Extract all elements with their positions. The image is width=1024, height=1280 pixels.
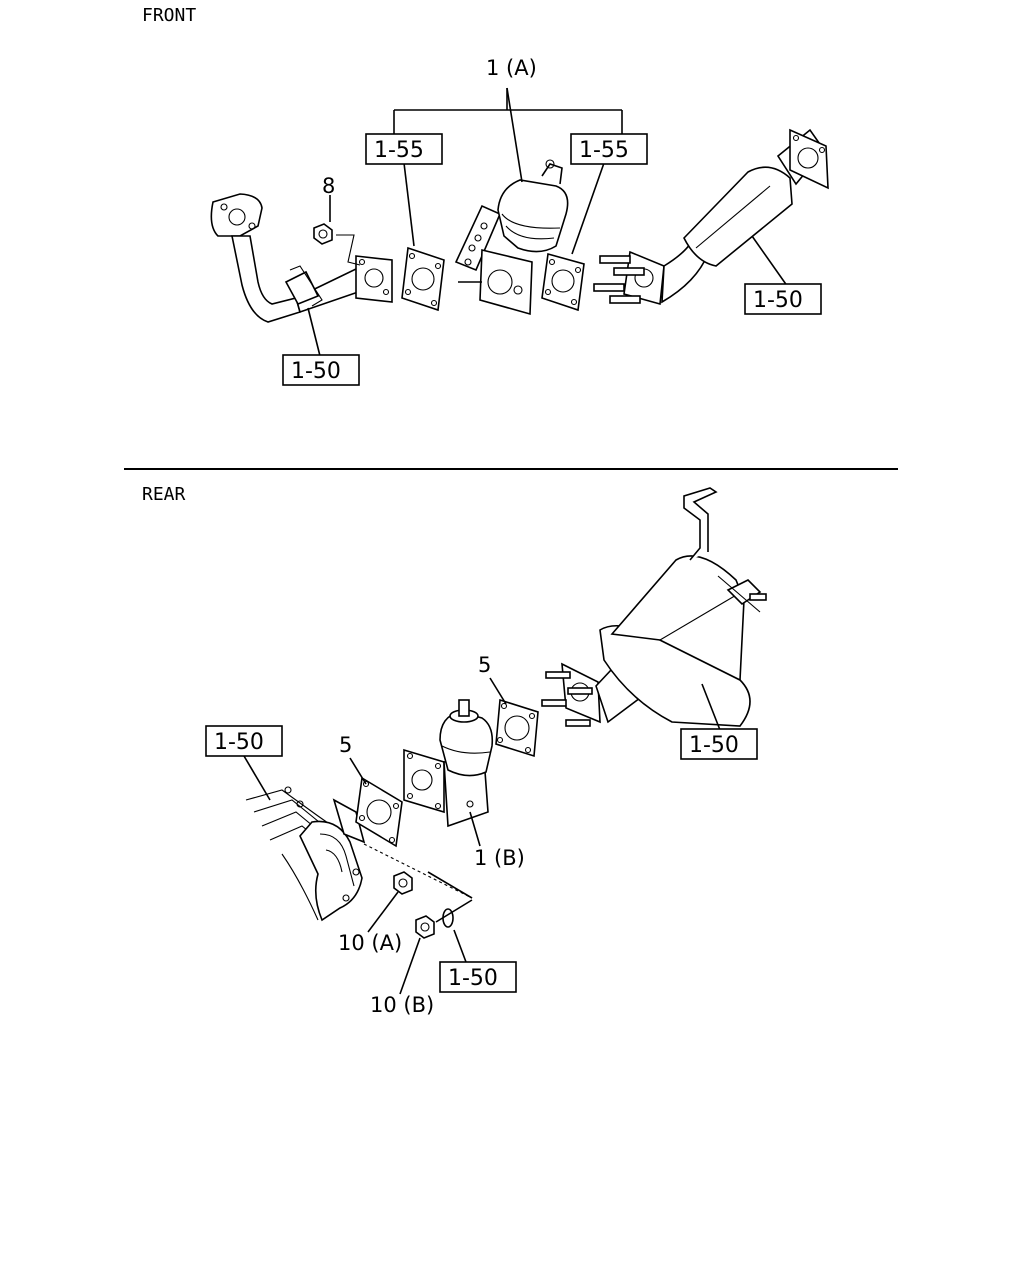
exhaust-manifold — [245, 786, 366, 922]
fastener-alignment-lines — [363, 843, 473, 923]
callout-5-left: 5 — [339, 733, 352, 757]
rear-muffler-assembly — [541, 487, 767, 727]
front-exhaust-pipe — [210, 193, 393, 323]
callout-1a: 1 (A) — [486, 56, 537, 80]
front-gasket-left — [401, 246, 445, 312]
catalytic-converter-1a — [454, 159, 569, 316]
leader-washer — [453, 929, 467, 963]
svg-text:1-55: 1-55 — [579, 138, 629, 163]
leader-1b — [469, 811, 481, 847]
leader-front-pipe — [307, 307, 321, 357]
ref-box-gasket-left: 1-55 — [365, 133, 443, 165]
catalyst-pipe-assembly — [593, 128, 829, 306]
leader-manifold — [243, 755, 271, 801]
ref-box-washer: 1-50 — [439, 961, 517, 993]
svg-text:1-50: 1-50 — [291, 359, 341, 384]
gasket-group-bracket — [393, 88, 623, 136]
leader-10a — [367, 891, 399, 933]
svg-text:1-50: 1-50 — [753, 288, 803, 313]
front-section-label: FRONT — [142, 5, 196, 26]
callout-1b: 1 (B) — [474, 846, 525, 870]
nut-10b — [415, 915, 435, 939]
leader-muffler — [701, 683, 721, 731]
leader-gasket-right — [571, 162, 605, 255]
rear-gasket-left-5 — [355, 776, 403, 848]
nut-10a — [393, 871, 413, 895]
ref-box-muffler: 1-50 — [680, 728, 758, 760]
callout-5-right: 5 — [478, 653, 491, 677]
leader-1a — [506, 87, 523, 183]
svg-text:1-50: 1-50 — [689, 733, 739, 758]
leader-5-left — [349, 757, 367, 785]
leader-10b — [399, 937, 421, 995]
ref-box-cat-pipe: 1-50 — [744, 283, 822, 315]
svg-text:1-55: 1-55 — [374, 138, 424, 163]
callout-8: 8 — [322, 174, 335, 198]
leader-gasket-left — [403, 162, 415, 247]
front-gasket-right — [541, 252, 585, 312]
nut-8 — [313, 223, 361, 266]
leader-5-right — [489, 677, 507, 705]
ref-box-manifold: 1-50 — [205, 725, 283, 757]
callout-10b: 10 (B) — [370, 993, 434, 1017]
rear-section-label: REAR — [142, 484, 186, 505]
catalytic-converter-1b — [403, 699, 494, 828]
svg-text:1-50: 1-50 — [214, 730, 264, 755]
ref-box-front-pipe: 1-50 — [282, 354, 360, 386]
callout-10a: 10 (A) — [338, 931, 402, 955]
svg-text:1-50: 1-50 — [448, 966, 498, 991]
rear-gasket-right-5 — [495, 698, 539, 758]
leader-cat-pipe — [751, 235, 791, 291]
ref-box-gasket-right: 1-55 — [570, 133, 648, 165]
